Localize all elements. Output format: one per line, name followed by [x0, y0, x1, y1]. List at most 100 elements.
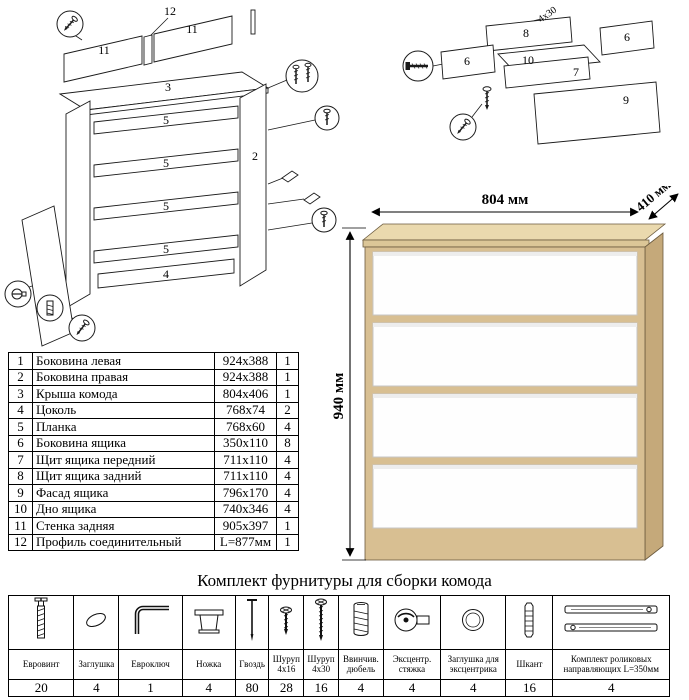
drawer-exploded-diagram: 8 4x30 6 6 10 7 9 [402, 5, 661, 145]
hardware-icon-cell [337, 595, 384, 650]
parts-cell-qty: 8 [276, 434, 299, 452]
slat-board [93, 105, 239, 135]
drawer-facade [533, 81, 661, 145]
hardware-icon-cell [118, 595, 183, 650]
chest-drawers [372, 251, 638, 529]
parts-cell-size: L=877мм [214, 533, 277, 551]
parts-cell-size: 924x388 [214, 352, 277, 370]
hardware-icon-cell [505, 595, 554, 650]
hardware-table-row [7, 595, 670, 650]
parts-cell-qty: 4 [276, 467, 299, 485]
parts-cell-size: 924x388 [214, 368, 277, 386]
part-label-5: 5 [163, 199, 169, 213]
part-label-9: 9 [623, 93, 629, 107]
drawer-back-panel [485, 16, 573, 52]
parts-cell-num: 5 [8, 418, 33, 436]
parts-cell-num: 6 [8, 434, 33, 452]
parts-cell-size: 350x110 [214, 434, 277, 452]
part-label-10: 10 [522, 53, 534, 67]
parts-cell-name: Фасад ящика [32, 484, 215, 502]
hardware-icon-cell [73, 595, 120, 650]
screw-long-icon [309, 597, 333, 649]
parts-cell-name: Щит ящика задний [32, 467, 215, 485]
part-label-3: 3 [165, 80, 171, 94]
parts-cell-name: Профиль соединительный [32, 533, 215, 551]
carcass-parts [21, 9, 321, 347]
parts-cell-qty: 1 [276, 368, 299, 386]
hardware-icon-cell [234, 595, 270, 650]
parts-cell-name: Крыша комода [32, 385, 215, 403]
parts-cell-name: Боковина правая [32, 368, 215, 386]
dimension-arrows [342, 193, 679, 561]
hardware-name: Шкант [505, 649, 554, 680]
parts-cell-qty: 4 [276, 484, 299, 502]
part-label-5: 5 [163, 113, 169, 127]
callout-glyphs [11, 15, 331, 336]
hardware-qty: 4 [440, 679, 507, 697]
parts-cell-size: 711x110 [214, 451, 277, 469]
parts-cell-num: 10 [8, 500, 33, 518]
slat-board [93, 148, 239, 178]
hardware-name: Гвоздь [234, 649, 270, 680]
leg-icon [187, 600, 231, 645]
hardware-qty: 28 [268, 679, 305, 697]
hardware-name: Ножка [181, 649, 236, 680]
parts-cell-name: Дно ящика [32, 500, 215, 518]
hardware-name: Комплект роликовых направляющих L=350мм [552, 649, 670, 680]
parts-cell-size: 804x406 [214, 385, 277, 403]
parts-cell-name: Щит ящика передний [32, 451, 215, 469]
hardware-icon-cell [7, 595, 75, 650]
parts-cell-qty: 1 [276, 352, 299, 370]
drawer-slides-icon [559, 598, 663, 647]
hardware-qty: 16 [505, 679, 554, 697]
wood-dowel-icon [517, 597, 541, 648]
parts-cell-num: 11 [8, 517, 33, 535]
frame-part-labels: 12 11 11 3 5 5 5 5 2 4 [98, 4, 258, 281]
drawer-front [372, 251, 638, 316]
part-label-4: 4 [163, 267, 169, 281]
corner-bracket-icon [281, 170, 299, 183]
nail-icon [240, 597, 264, 649]
drawer-front [372, 393, 638, 458]
hardware-name: Заглушка [73, 649, 120, 680]
hardware-qty: 4 [552, 679, 670, 697]
hardware-icon-cell [303, 595, 339, 650]
hardware-qty: 4 [382, 679, 442, 697]
parts-cell-qty: 4 [276, 451, 299, 469]
frame-exploded-diagram: 12 11 11 3 5 5 5 5 2 4 [4, 4, 340, 347]
hardware-qty: 20 [7, 679, 75, 697]
parts-cell-qty: 1 [276, 385, 299, 403]
part-label-8: 8 [523, 26, 529, 40]
parts-cell-num: 12 [8, 533, 33, 551]
drawer-front-panel [503, 56, 591, 89]
depth-arrow [648, 193, 679, 220]
cam-cap-icon [453, 600, 493, 645]
drawer-side-left [440, 44, 496, 80]
height-dimension-label: 940 мм [331, 373, 347, 420]
part-label-11: 11 [186, 22, 198, 36]
hardware-icon-cell [181, 595, 236, 650]
profile-pin [250, 9, 256, 35]
slat-board [93, 191, 239, 221]
hardware-name: Заглушка для эксцентрика [440, 649, 507, 680]
hardware-name: Эксцентр. стяжка [382, 649, 442, 680]
part-label-12: 12 [164, 4, 176, 18]
parts-cell-qty: 1 [276, 533, 299, 551]
parts-cell-qty: 4 [276, 418, 299, 436]
parts-cell-name: Боковина левая [32, 352, 215, 370]
drawer-front [372, 464, 638, 529]
parts-cell-num: 1 [8, 352, 33, 370]
hardware-kit-title: Комплект фурнитуры для сборки комода [197, 571, 492, 590]
drawer-parts [440, 16, 661, 145]
chest-top-surface [361, 223, 667, 241]
left-side-panel [65, 100, 91, 309]
dowel-screw-icon [347, 597, 375, 648]
